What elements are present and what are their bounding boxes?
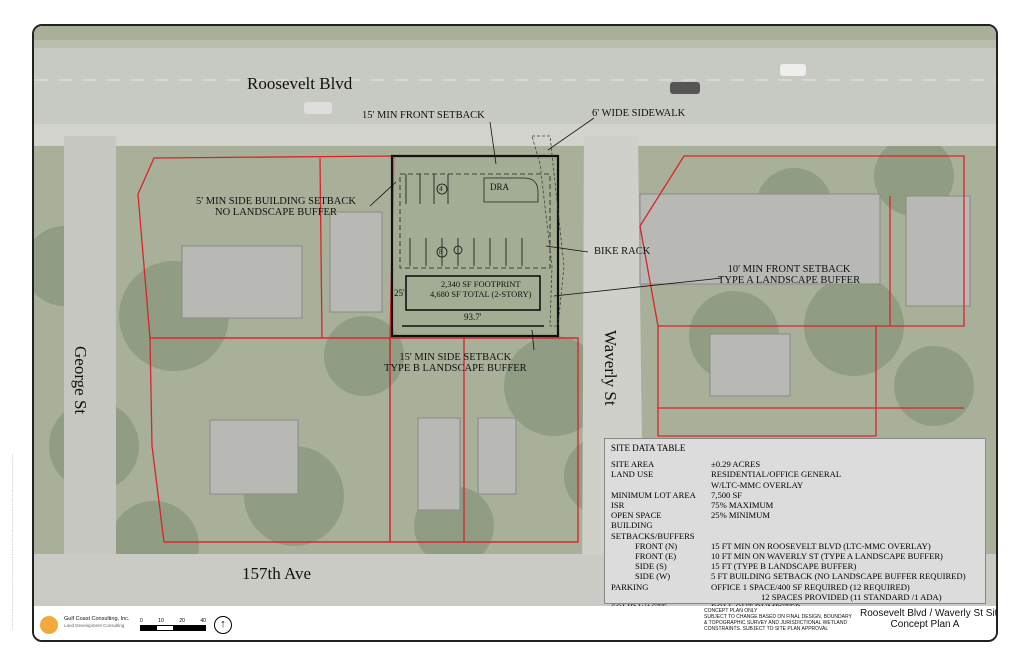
site-data-row: FRONT (N) 15 FT MIN ON ROOSEVELT BLVD (LT… <box>611 541 979 551</box>
site-data-label: SITE AREA <box>611 459 655 470</box>
site-data-title: SITE DATA TABLE <box>611 443 686 453</box>
street-label-157th-ave: 157th Ave <box>242 564 312 583</box>
site-data-label: LAND USE <box>611 469 654 480</box>
aerial-site-map <box>34 26 996 606</box>
drawing-frame: Roosevelt Blvd George St Waverly St 157t… <box>32 24 998 642</box>
parking-stalls <box>405 174 523 266</box>
site-data-label: SIDE (W) <box>635 571 671 582</box>
george-st-road <box>64 136 116 606</box>
site-data-row: SIDE (S) 15 FT (TYPE B LANDSCAPE BUFFER) <box>611 561 979 571</box>
file-path-sidebar: ········································… <box>10 453 16 631</box>
callout-side-setback-w: 5' MIN SIDE BUILDING SETBACK NO LANDSCAP… <box>196 196 356 218</box>
project-title-block: Roosevelt Blvd / Waverly St Site Concept… <box>860 608 998 630</box>
site-data-value: 15 FT MIN ON ROOSEVELT BLVD (LTC-MMC OVE… <box>711 540 931 551</box>
site-data-setbacks: FRONT (N) 15 FT MIN ON ROOSEVELT BLVD (LT… <box>611 541 979 582</box>
site-data-row: BUILDING SETBACKS/BUFFERS <box>611 520 979 540</box>
site-data-label <box>611 480 711 490</box>
site-data-value: 7,500 SF <box>711 489 743 500</box>
site-data-value: 5 FT BUILDING SETBACK (NO LANDSCAPE BUFF… <box>711 571 966 582</box>
north-arrow-icon: ↑ <box>214 616 232 634</box>
proposed-site-plan <box>390 135 565 338</box>
callout-front-setback: 15' MIN FRONT SETBACK <box>362 110 485 121</box>
site-data-label: FRONT (E) <box>635 551 677 562</box>
dimension-depth: 25' <box>394 288 405 298</box>
site-data-row: ISR 75% MAXIMUM <box>611 500 979 510</box>
company-logo-icon <box>40 616 58 634</box>
site-data-row: SIDE (W) 5 FT BUILDING SETBACK (NO LANDSC… <box>611 571 979 581</box>
stall-count-upper: 4 <box>439 185 443 193</box>
site-data-value: 10 FT MIN ON WAVERLY ST (TYPE A LANDSCAP… <box>711 551 943 562</box>
site-data-label: FRONT (N) <box>635 540 678 551</box>
site-data-label: OPEN SPACE <box>611 510 662 521</box>
building-footprint-label: 2,340 SF FOOTPRINT 4,680 SF TOTAL (2-STO… <box>430 279 532 299</box>
callout-bike-rack: BIKE RACK <box>594 246 651 257</box>
site-data-value: ±0.29 ACRES <box>711 459 761 470</box>
callout-side-setback-s: 15' MIN SIDE SETBACK TYPE B LANDSCAPE BU… <box>384 352 527 374</box>
site-data-parking-provided: 12 SPACES PROVIDED (11 STANDARD /1 ADA) <box>761 591 942 602</box>
site-data-row: FRONT (E) 10 FT MIN ON WAVERLY ST (TYPE A… <box>611 551 979 561</box>
street-label-waverly-st: Waverly St <box>601 330 620 406</box>
site-data-row: MINIMUM LOT AREA 7,500 SF <box>611 490 979 500</box>
street-label-roosevelt-blvd: Roosevelt Blvd <box>247 74 353 93</box>
callout-sidewalk: 6' WIDE SIDEWALK <box>592 108 686 119</box>
site-data-value: 15 FT (TYPE B LANDSCAPE BUFFER) <box>711 561 857 572</box>
company-name: Gulf Coast Consulting, Inc. <box>64 616 130 622</box>
title-block: Gulf Coast Consulting, Inc. Land Develop… <box>34 606 996 640</box>
dimension-width: 93.7' <box>464 312 482 322</box>
site-data-label: ISR <box>611 500 625 511</box>
street-label-george-st: George St <box>71 346 90 415</box>
site-data-parking: PARKING OFFICE 1 SPACE/400 SF REQUIRED (… <box>611 581 910 592</box>
callout-front-setback-e: 10' MIN FRONT SETBACK TYPE A LANDSCAPE B… <box>718 264 861 286</box>
site-data-value <box>711 520 979 540</box>
company-subtitle: Land Development Consulting <box>64 623 125 628</box>
existing-buildings <box>181 193 971 511</box>
site-data-value: 25% MINIMUM <box>711 510 770 521</box>
roosevelt-blvd-road <box>34 40 996 124</box>
site-data-value: W/LTC-MMC OVERLAY <box>711 479 804 490</box>
project-title: Roosevelt Blvd / Waverly St Site <box>860 608 998 619</box>
site-data-value: RESIDENTIAL/OFFICE GENERAL <box>711 469 842 480</box>
site-data-value: 75% MAXIMUM <box>711 500 774 511</box>
leader-lines <box>369 117 723 351</box>
disclaimer: CONCEPT PLAN ONLY SUBJECT TO CHANGE BASE… <box>704 608 852 632</box>
building-footprint <box>405 275 541 311</box>
callout-dra: DRA <box>490 182 510 192</box>
site-data-rows: SITE AREA ±0.29 ACRES LAND USE RESIDENTIAL/… <box>611 459 979 541</box>
site-data-row: SITE AREA ±0.29 ACRES <box>611 459 979 469</box>
site-data-row: LAND USE RESIDENTIAL/OFFICE GENERAL <box>611 469 979 479</box>
plan-name: Concept Plan A <box>890 619 960 630</box>
site-data-label: BUILDING SETBACKS/BUFFERS <box>611 520 695 541</box>
site-data-row: OPEN SPACE 25% MINIMUM <box>611 510 979 520</box>
site-data-row: W/LTC-MMC OVERLAY <box>611 480 979 490</box>
site-data-label: MINIMUM LOT AREA <box>611 489 696 500</box>
stall-count-lower: 8 <box>439 248 443 256</box>
site-data-label: SIDE (S) <box>635 561 667 572</box>
parcel-boundaries <box>137 155 965 543</box>
